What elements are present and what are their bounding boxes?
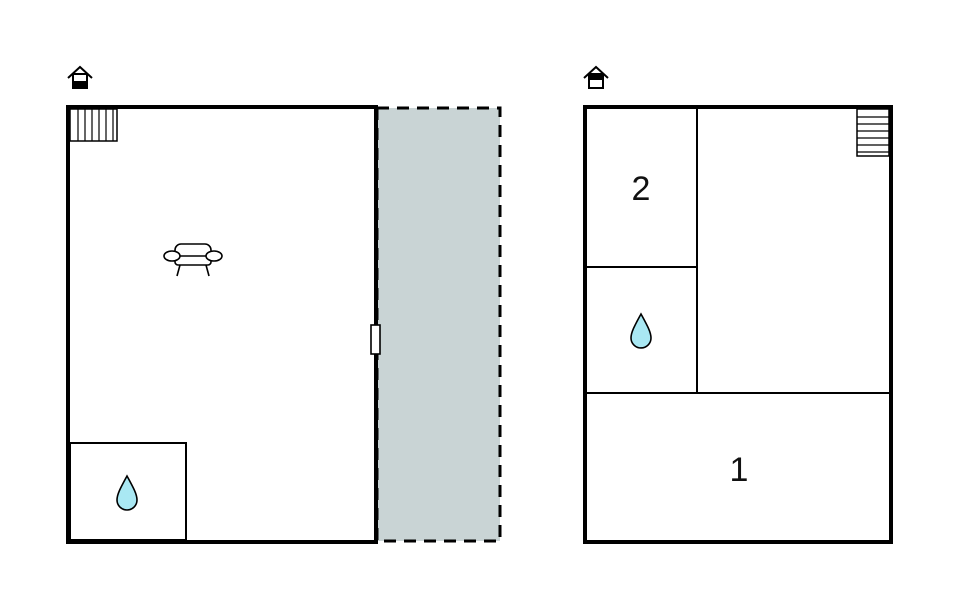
ground-floor-plan xyxy=(66,65,502,544)
room-label-1: 1 xyxy=(730,451,749,489)
staircase-icon xyxy=(69,108,118,142)
house-floor-upper-icon xyxy=(583,65,609,89)
house-floor-ground-icon xyxy=(67,65,93,89)
armchair-icon xyxy=(163,243,223,277)
room-label-2: 2 xyxy=(632,170,651,208)
upper-floor-plan: 2 1 xyxy=(583,65,893,544)
water-drop-icon xyxy=(630,312,652,349)
door-icon xyxy=(370,324,381,355)
staircase-icon xyxy=(856,108,890,157)
water-drop-icon xyxy=(116,474,138,511)
terrace-area xyxy=(375,106,502,543)
